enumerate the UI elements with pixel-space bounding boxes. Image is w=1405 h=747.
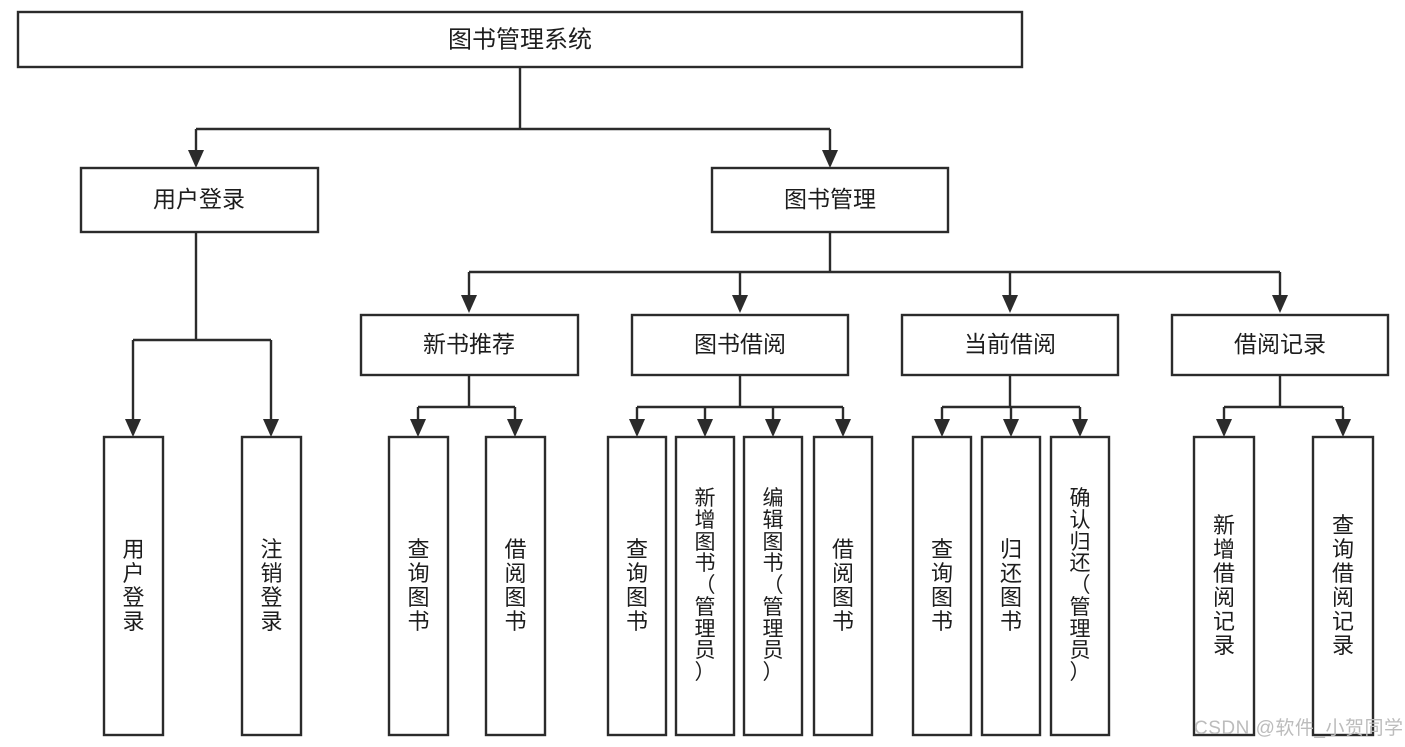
node-book-borrow-label: 图书借阅 [694, 331, 786, 357]
node-new-book-recommend-label: 新书推荐 [423, 331, 515, 357]
arrowhead-new-book [461, 295, 477, 313]
arrowhead-user-login [188, 150, 204, 168]
leaf-box-book-borrow-1[interactable] [606, 435, 668, 737]
arrowhead-user-login-leaf1 [125, 419, 141, 437]
node-root[interactable]: 图书管理系统 [16, 10, 1024, 69]
arrowhead-book-borrow [732, 295, 748, 313]
node-root-label: 图书管理系统 [448, 26, 592, 53]
arrowhead-new-book-leaf2 [507, 419, 523, 437]
node-book-borrow-box[interactable] [630, 313, 850, 377]
arrowhead-book-borrow-leaf3 [765, 419, 781, 437]
arrowhead-book-mgmt [822, 150, 838, 168]
leaf-box-book-borrow-2[interactable] [674, 435, 736, 737]
arrowhead-borrow-record-leaf2 [1335, 419, 1351, 437]
node-current-borrow[interactable]: 当前借阅 [900, 313, 1120, 377]
leaf-box-book-borrow-4[interactable] [812, 435, 874, 737]
node-book-management[interactable]: 图书管理 [710, 166, 950, 234]
leaf-box-book-borrow-3[interactable] [742, 435, 804, 737]
leaf-box-borrow-record-2[interactable] [1311, 435, 1375, 737]
node-book-borrow[interactable]: 图书借阅 [630, 313, 850, 377]
node-borrow-record[interactable]: 借阅记录 [1170, 313, 1390, 377]
node-current-borrow-label: 当前借阅 [964, 331, 1056, 357]
node-user-login[interactable]: 用户登录 [79, 166, 320, 234]
arrowhead-current-borrow-leaf3 [1072, 419, 1088, 437]
arrowhead-book-borrow-leaf4 [835, 419, 851, 437]
arrowhead-book-borrow-leaf1 [629, 419, 645, 437]
leaf-box-user-login-2[interactable] [240, 435, 303, 737]
leaf-box-borrow-record-1[interactable] [1192, 435, 1256, 737]
node-new-book-recommend-box[interactable] [359, 313, 580, 377]
connector-layer [125, 67, 1351, 437]
arrowhead-current-borrow [1002, 295, 1018, 313]
leaf-box-current-borrow-3[interactable] [1049, 435, 1111, 737]
node-root-box[interactable] [16, 10, 1024, 69]
arrowhead-borrow-record-leaf1 [1216, 419, 1232, 437]
node-user-login-box[interactable] [79, 166, 320, 234]
leaf-box-user-login-1[interactable] [102, 435, 165, 737]
arrowhead-borrow-record [1272, 295, 1288, 313]
node-borrow-record-label: 借阅记录 [1234, 331, 1326, 357]
leaf-box-new-book-2[interactable] [484, 435, 547, 737]
node-current-borrow-box[interactable] [900, 313, 1120, 377]
arrowhead-book-borrow-leaf2 [697, 419, 713, 437]
node-book-management-box[interactable] [710, 166, 950, 234]
leaf-box-new-book-1[interactable] [387, 435, 450, 737]
watermark-text: CSDN @软件_小贺同学 [1194, 718, 1404, 739]
leaf-box-current-borrow-1[interactable] [911, 435, 973, 737]
node-book-management-label: 图书管理 [784, 186, 876, 212]
arrowhead-current-borrow-leaf2 [1003, 419, 1019, 437]
node-borrow-record-box[interactable] [1170, 313, 1390, 377]
leaf-box-current-borrow-2[interactable] [980, 435, 1042, 737]
node-new-book-recommend[interactable]: 新书推荐 [359, 313, 580, 377]
arrowhead-current-borrow-leaf1 [934, 419, 950, 437]
arrowhead-new-book-leaf1 [410, 419, 426, 437]
node-user-login-label: 用户登录 [153, 186, 245, 212]
arrowhead-user-login-leaf2 [263, 419, 279, 437]
